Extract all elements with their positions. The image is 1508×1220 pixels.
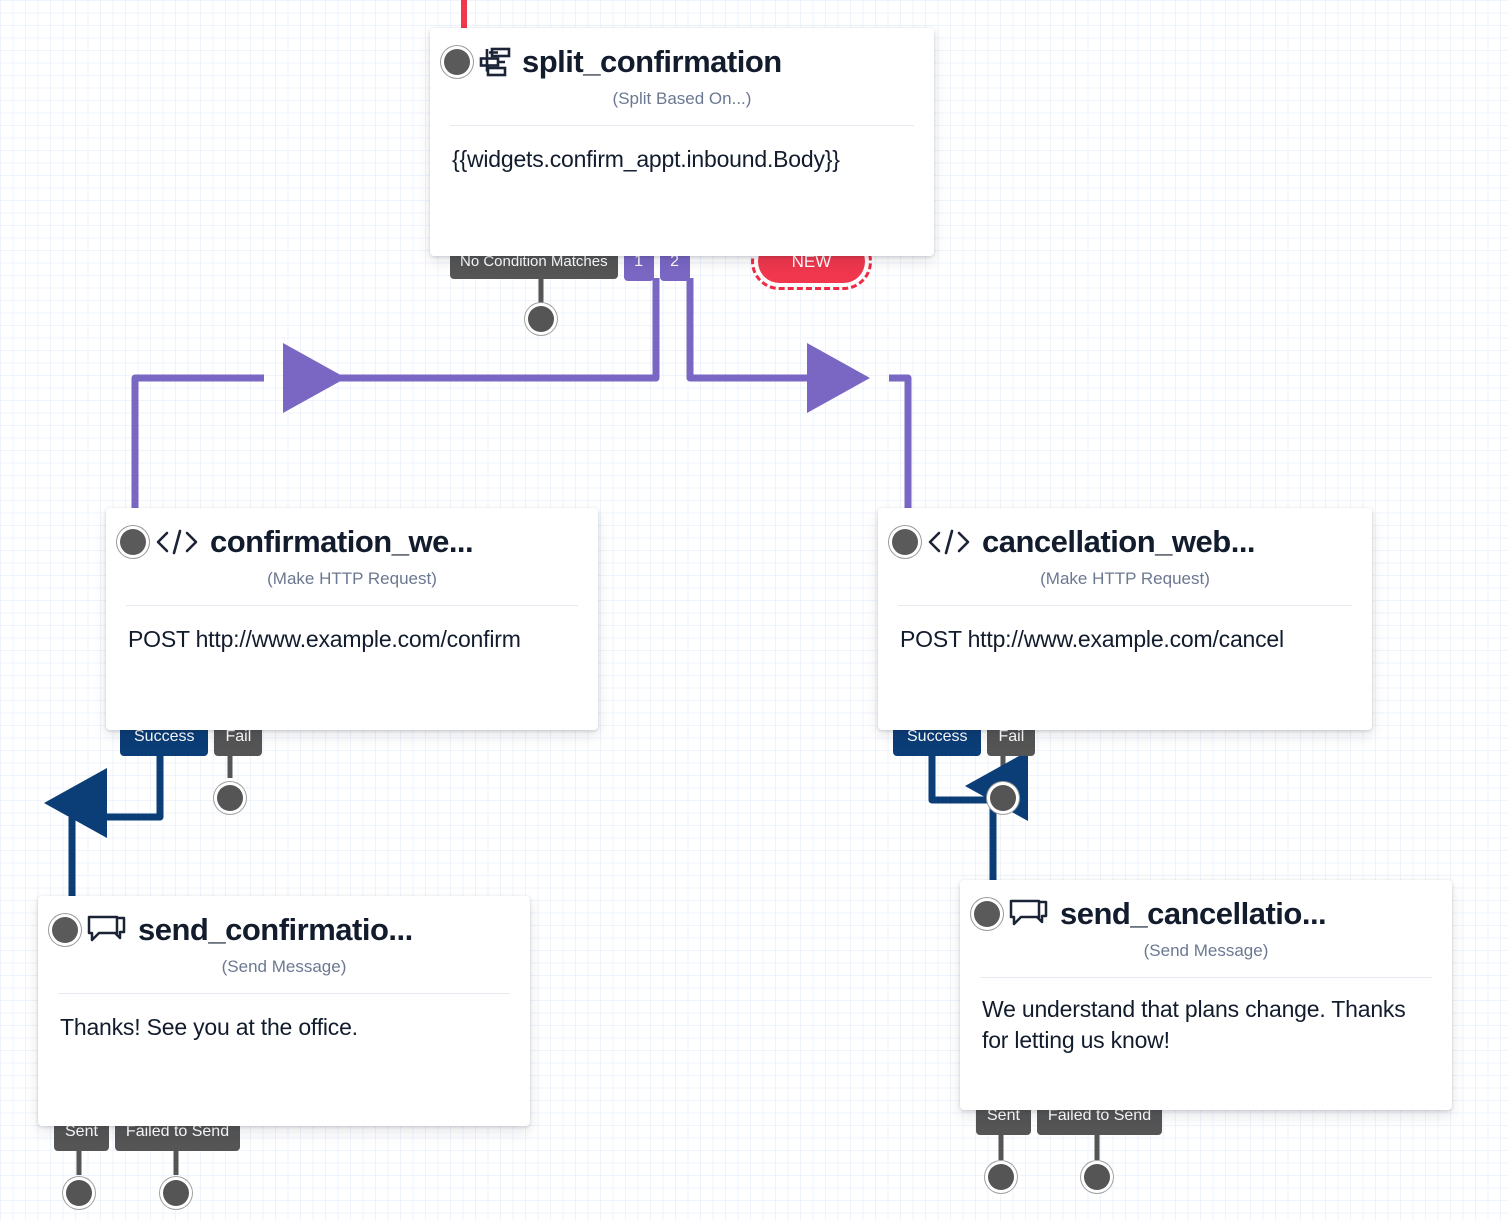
node-input-anchor[interactable]: [892, 529, 918, 555]
node-subtitle: (Make HTTP Request): [1040, 569, 1210, 588]
node-header: send_confirmatio...: [38, 896, 530, 948]
node-divider: [450, 125, 914, 126]
endpoint-cancellation-fail[interactable]: [990, 785, 1016, 811]
node-input-anchor[interactable]: [974, 901, 1000, 927]
node-cancellation-webhook[interactable]: cancellation_web... (Make HTTP Request) …: [878, 508, 1372, 730]
node-divider: [58, 993, 510, 994]
wire-2-to-cancellation: [686, 278, 870, 413]
node-send-cancellation[interactable]: send_cancellatio... (Send Message) We un…: [960, 880, 1452, 1110]
node-subtitle: (Send Message): [221, 957, 347, 976]
split-icon: [478, 47, 512, 77]
node-title: send_confirmatio...: [138, 912, 413, 947]
node-split-confirmation[interactable]: split_confirmation (Split Based On...) {…: [430, 28, 934, 256]
node-send-confirmation[interactable]: send_confirmatio... (Send Message) Thank…: [38, 896, 530, 1126]
endpoint-send-cancellation-failed[interactable]: [1084, 1164, 1110, 1190]
node-body: {{widgets.confirm_appt.inbound.Body}}: [452, 146, 840, 172]
endpoint-send-confirmation-failed[interactable]: [163, 1180, 189, 1206]
message-icon: [1008, 898, 1050, 930]
message-icon: [86, 914, 128, 946]
code-icon: [154, 528, 200, 556]
node-subtitle: (Make HTTP Request): [267, 569, 437, 588]
node-subtitle: (Split Based On...): [612, 89, 752, 108]
wire-2-to-cancellation-drop: [889, 374, 912, 512]
node-title: send_cancellatio...: [1060, 896, 1327, 931]
node-title: split_confirmation: [522, 44, 782, 79]
endpoint-no-condition-matches[interactable]: [528, 306, 554, 332]
node-body: We understand that plans change. Thanks …: [982, 996, 1406, 1054]
node-header: confirmation_we...: [106, 508, 598, 560]
node-header: send_cancellatio...: [960, 880, 1452, 932]
node-divider: [980, 977, 1432, 978]
node-body: Thanks! See you at the office.: [60, 1014, 358, 1040]
node-title: confirmation_we...: [210, 524, 474, 559]
node-input-anchor[interactable]: [120, 529, 146, 555]
wire-1-to-confirmation: [283, 278, 660, 413]
node-header: cancellation_web...: [878, 508, 1372, 560]
endpoint-confirmation-fail[interactable]: [217, 785, 243, 811]
node-title: cancellation_web...: [982, 524, 1256, 559]
endpoint-send-cancellation-sent[interactable]: [988, 1164, 1014, 1190]
code-icon: [926, 528, 972, 556]
node-subtitle: (Send Message): [1143, 941, 1269, 960]
node-confirmation-webhook[interactable]: confirmation_we... (Make HTTP Request) P…: [106, 508, 598, 730]
node-body: POST http://www.example.com/confirm: [128, 626, 521, 652]
wire-confirm-success: [72, 754, 164, 821]
wire-cancel-success: [928, 754, 993, 804]
node-divider: [898, 605, 1352, 606]
node-divider: [126, 605, 578, 606]
node-header: split_confirmation: [430, 28, 934, 80]
node-input-anchor[interactable]: [444, 49, 470, 75]
node-body: POST http://www.example.com/cancel: [900, 626, 1284, 652]
node-input-anchor[interactable]: [52, 917, 78, 943]
wire-1-to-confirmation-drop: [131, 374, 264, 512]
endpoint-send-confirmation-sent[interactable]: [66, 1180, 92, 1206]
